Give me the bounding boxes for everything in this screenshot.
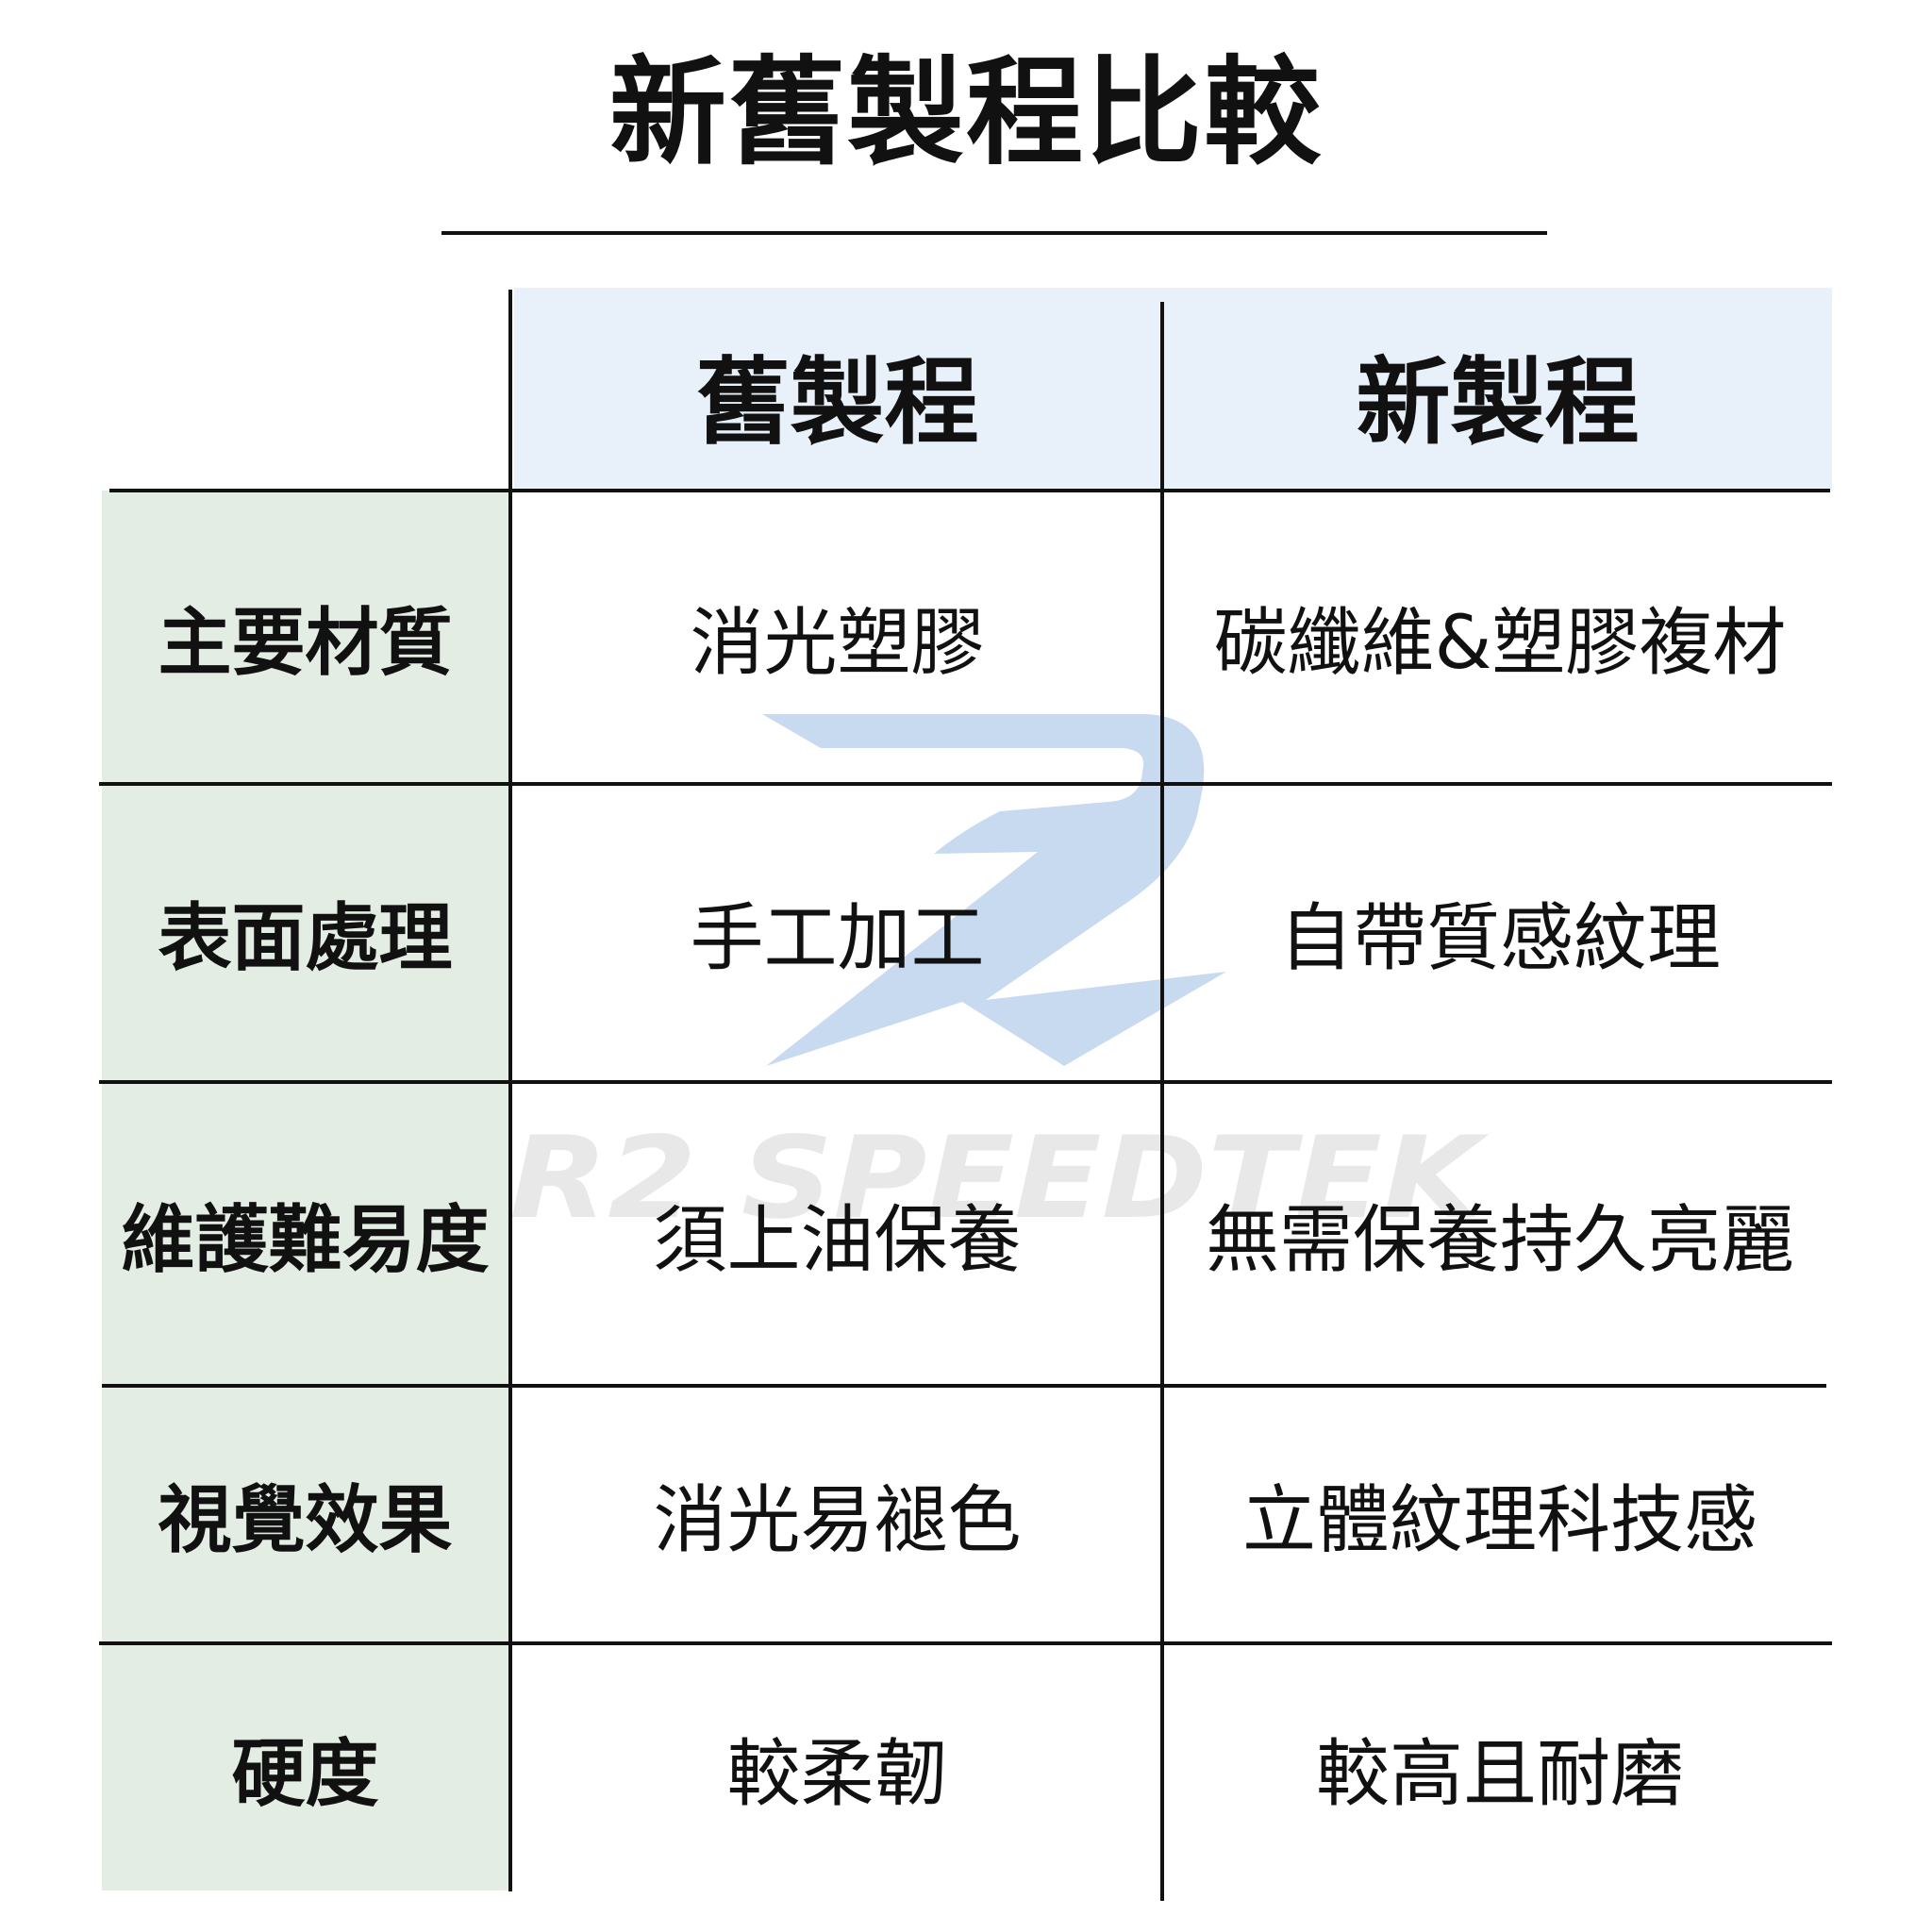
table-cell-new: 無需保養持久亮麗 xyxy=(1205,1197,1794,1283)
table-cell-new: 自帶質感紋理 xyxy=(1278,896,1721,981)
page-title: 新舊製程比較 xyxy=(608,45,1323,181)
grid-line-horizontal-1 xyxy=(99,782,1832,786)
table-cell-old: 消光易褪色 xyxy=(653,1477,1022,1563)
grid-line-horizontal-2 xyxy=(99,1080,1832,1084)
column-header-new-process: 新製程 xyxy=(1356,347,1640,458)
table-cell-old: 消光塑膠 xyxy=(690,600,985,686)
row-label: 表面處理 xyxy=(158,896,453,981)
grid-line-vertical-2 xyxy=(1160,302,1164,1901)
grid-line-vertical-1 xyxy=(508,290,512,1891)
grid-line-horizontal-header xyxy=(109,489,1830,492)
grid-line-horizontal-3 xyxy=(102,1384,1826,1388)
row-label: 主要材質 xyxy=(158,600,453,686)
row-label: 硬度 xyxy=(231,1732,379,1817)
table-cell-old: 須上油保養 xyxy=(653,1197,1022,1283)
table-cell-old: 手工加工 xyxy=(690,896,985,981)
table-cell-old: 較柔韌 xyxy=(726,1732,948,1817)
grid-line-horizontal-4 xyxy=(99,1641,1832,1645)
row-label: 視覺效果 xyxy=(158,1477,453,1563)
column-header-old-process: 舊製程 xyxy=(695,347,979,458)
header-row-background xyxy=(514,288,1832,491)
label-column-background xyxy=(102,491,510,1890)
table-cell-new: 較高且耐磨 xyxy=(1315,1732,1684,1817)
table-cell-new: 碳纖維&塑膠複材 xyxy=(1213,600,1787,686)
table-cell-new: 立體紋理科技感 xyxy=(1241,1477,1757,1563)
title-divider xyxy=(441,231,1547,235)
row-label: 維護難易度 xyxy=(121,1197,490,1283)
